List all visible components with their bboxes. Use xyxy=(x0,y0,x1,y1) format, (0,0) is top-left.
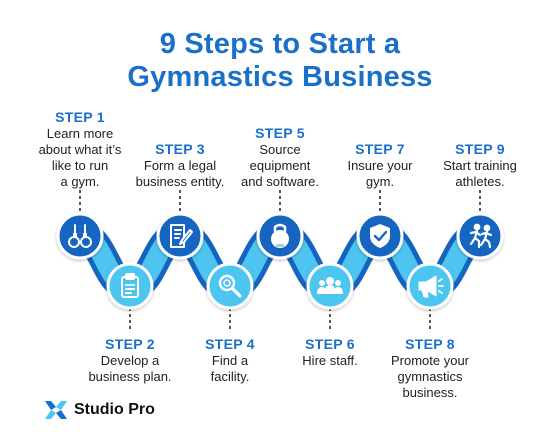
step-1-text: STEP 1 Learn more about what it’s like t… xyxy=(10,109,150,190)
step-9-node xyxy=(456,212,504,260)
step-7-text: STEP 7 Insure your gym. xyxy=(310,141,450,190)
step-5-text: STEP 5 Source equipment and software. xyxy=(210,125,350,190)
athletes-training-icon xyxy=(469,223,493,249)
step-7-label: STEP 7 xyxy=(355,141,405,157)
step-5-label: STEP 5 xyxy=(255,125,305,141)
signing-document-icon xyxy=(170,224,193,248)
step-6-node xyxy=(306,262,354,310)
step-7-description: Insure your gym. xyxy=(347,158,413,189)
gymnastic-rings-icon xyxy=(68,224,92,248)
brand-name: Studio Pro xyxy=(74,401,155,418)
step-6-text: STEP 6 Hire staff. xyxy=(260,336,400,369)
step-2-label: STEP 2 xyxy=(105,336,155,352)
magnifier-search-icon xyxy=(218,274,242,298)
step-8-label: STEP 8 xyxy=(405,336,455,352)
step-4-description: Find a facility. xyxy=(210,353,250,384)
clipboard-plan-icon xyxy=(121,273,139,298)
step-3-label: STEP 3 xyxy=(155,141,205,157)
step-2-text: STEP 2 Develop a business plan. xyxy=(60,336,200,385)
studio-pro-logo-icon xyxy=(45,401,67,419)
step-8-description: Promote your gymnastics business. xyxy=(390,353,470,400)
shield-check-icon xyxy=(370,224,390,248)
megaphone-icon xyxy=(418,275,444,298)
team-people-icon xyxy=(317,277,343,294)
step-1-label: STEP 1 xyxy=(55,109,105,125)
step-7-node xyxy=(356,212,404,260)
page-title-line-2: Gymnastics Business xyxy=(127,61,433,93)
step-9-text: STEP 9 Start training athletes. xyxy=(410,141,550,190)
step-3-text: STEP 3 Form a legal business entity. xyxy=(110,141,250,190)
step-8-text: STEP 8 Promote your gymnastics business. xyxy=(360,336,500,401)
step-9-label: STEP 9 xyxy=(455,141,505,157)
step-5-description: Source equipment and software. xyxy=(240,142,320,189)
step-8-node xyxy=(406,262,454,310)
kettlebell-icon xyxy=(271,223,289,248)
step-6-label: STEP 6 xyxy=(305,336,355,352)
step-2-description: Develop a business plan. xyxy=(88,353,172,384)
step-3-node xyxy=(156,212,204,260)
step-4-node xyxy=(206,262,254,310)
step-9-description: Start training athletes. xyxy=(443,158,517,189)
step-3-description: Form a legal business entity. xyxy=(135,158,225,189)
step-5-node xyxy=(256,212,304,260)
step-1-node xyxy=(56,212,104,260)
step-6-description: Hire staff. xyxy=(302,353,358,368)
step-4-text: STEP 4 Find a facility. xyxy=(160,336,300,385)
step-1-description: Learn more about what it’s like to run a… xyxy=(38,126,122,189)
page-title-line-1: 9 Steps to Start a xyxy=(159,28,401,60)
step-4-label: STEP 4 xyxy=(205,336,255,352)
brand: Studio Pro xyxy=(44,399,155,421)
step-2-node xyxy=(106,262,154,310)
